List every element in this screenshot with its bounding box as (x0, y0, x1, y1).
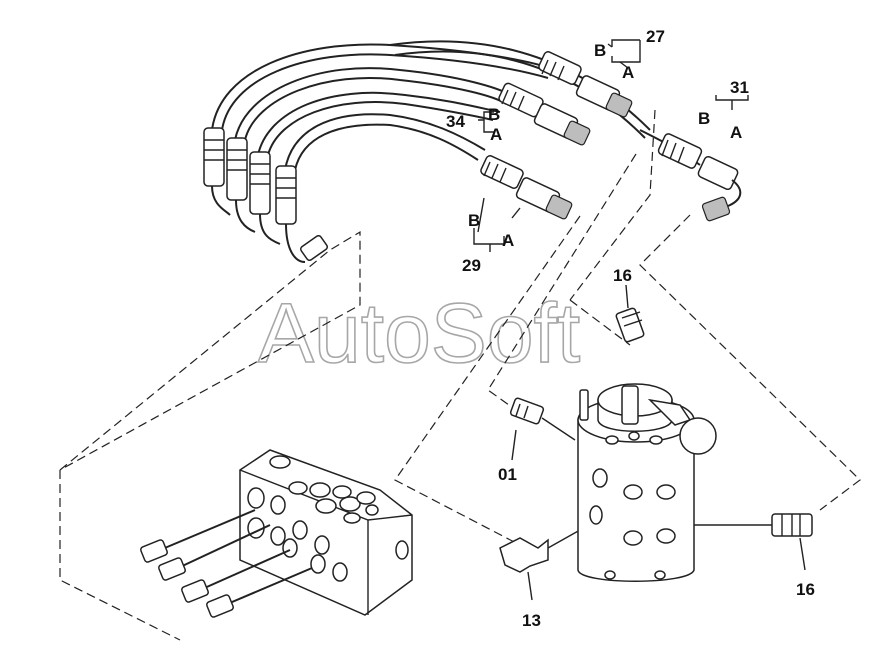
port-label-a-31: A (730, 123, 742, 142)
fitting-16-top (615, 284, 645, 343)
hose-end-34 (498, 82, 591, 146)
port-label-a-29: A (502, 231, 514, 250)
port-label-b-27: B (594, 41, 606, 60)
port-label-b-34: B (488, 105, 500, 124)
fitting-16-right (694, 513, 813, 571)
callout-16-top: 16 (613, 266, 632, 285)
fitting-01 (509, 397, 576, 461)
callout-29: 29 (462, 256, 481, 275)
callout-labels: 27 B A 31 B A 34 B A B A 29 16 01 13 16 (446, 27, 815, 630)
hose-bundle (203, 40, 651, 263)
callout-brackets (473, 39, 749, 252)
hose-end-29 (480, 155, 573, 220)
hose-end-31 (639, 129, 742, 222)
fitting-13 (499, 529, 581, 601)
callout-16-right: 16 (796, 580, 815, 599)
valve-block (140, 449, 413, 618)
callout-31: 31 (730, 78, 749, 97)
port-label-b-29: B (468, 211, 480, 230)
watermark-text: AutoSoft (258, 286, 580, 380)
callout-27: 27 (646, 27, 665, 46)
port-label-b-31: B (698, 109, 710, 128)
hose-end-27 (538, 51, 633, 118)
port-label-a-27: A (622, 63, 634, 82)
callout-34: 34 (446, 112, 465, 131)
callout-13: 13 (522, 611, 541, 630)
swivel-joint (577, 383, 717, 582)
callout-01: 01 (498, 465, 517, 484)
port-label-a-34: A (490, 125, 502, 144)
